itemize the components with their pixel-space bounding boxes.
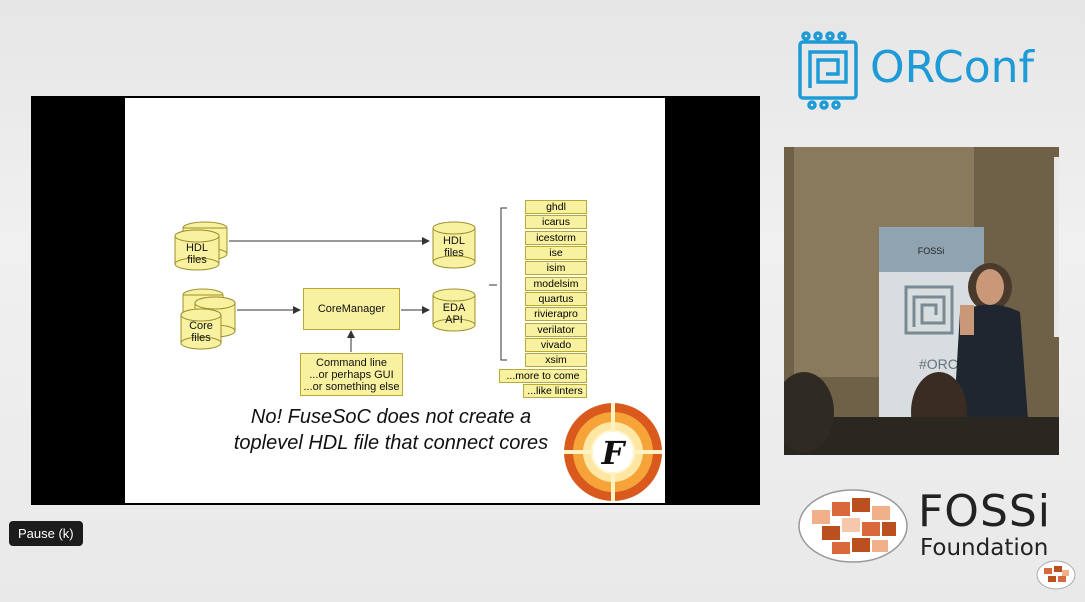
pause-tooltip: Pause (k) <box>9 521 83 546</box>
fossi-logo-name: FOSSi <box>918 486 1052 537</box>
fusesoc-letter: F <box>601 434 627 472</box>
speaker-camera-feed: FOSSi #ORConf <box>784 147 1059 455</box>
fossi-logo-subtitle: Foundation <box>920 535 1049 561</box>
tool-more-item: ...more to come <box>499 369 587 383</box>
command-line-box: Command line ...or perhaps GUI ...or som… <box>300 353 403 396</box>
orconf-chip-icon <box>798 31 858 110</box>
tool-item: ise <box>525 246 587 260</box>
fossi-puzzle-icon <box>798 489 908 563</box>
slide-diagram-lines <box>174 207 507 361</box>
tool-item: vivado <box>525 338 587 352</box>
tool-item: modelsim <box>525 277 587 291</box>
fusesoc-logo-icon: F <box>564 403 662 501</box>
tool-item: xsim <box>525 353 587 367</box>
tool-item: ghdl <box>525 200 587 214</box>
tool-item: icarus <box>525 215 587 229</box>
orconf-logo-text: ORConf <box>870 42 1035 93</box>
tool-item: quartus <box>525 292 587 306</box>
fossi-corner-icon <box>1036 560 1076 590</box>
tool-linters-item: ...like linters <box>523 384 587 398</box>
speaker-scene: FOSSi #ORConf <box>784 147 1059 455</box>
tool-item: isim <box>525 261 587 275</box>
coremanager-box: CoreManager <box>303 288 400 330</box>
slide-caption: No! FuseSoC does not create a toplevel H… <box>233 406 549 454</box>
tool-item: rivierapro <box>525 307 587 321</box>
tool-item: icestorm <box>525 231 587 245</box>
tool-item: verilator <box>525 323 587 337</box>
svg-text:FOSSi: FOSSi <box>918 246 945 256</box>
